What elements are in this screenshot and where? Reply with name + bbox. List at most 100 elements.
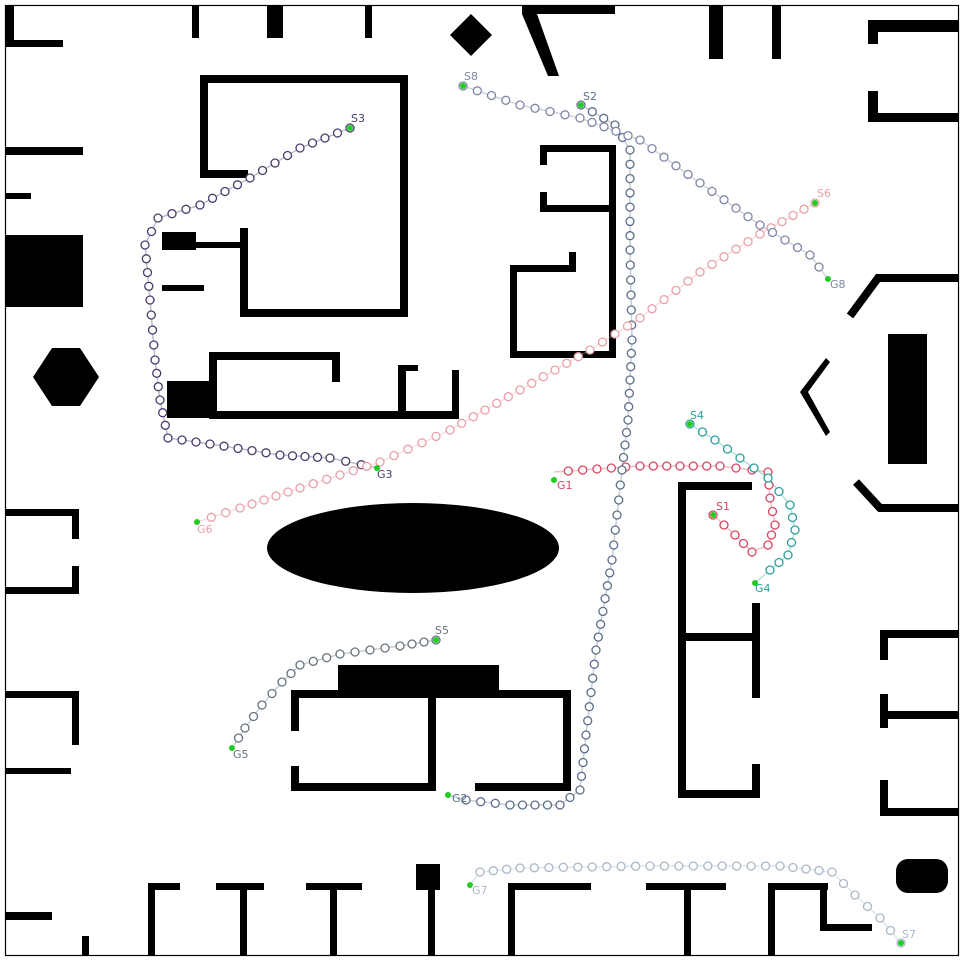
trajectory-pose-3: [140, 240, 150, 250]
trajectory-pose-5: [380, 643, 390, 653]
wall: [820, 924, 872, 931]
trajectory-pose-7: [775, 861, 785, 871]
trajectory-pose-7: [850, 890, 860, 900]
wall: [148, 883, 180, 890]
trajectory-pose-3: [167, 209, 177, 219]
trajectory-pose-2: [626, 362, 636, 372]
start-label-s3: S3: [351, 112, 365, 125]
trajectory-pose-4: [765, 565, 775, 575]
wall: [5, 587, 79, 594]
wall: [200, 170, 248, 178]
trajectory-pose-2: [591, 645, 601, 655]
trajectory-pose-1: [763, 540, 773, 550]
trajectory-pose-3: [207, 193, 218, 203]
wall: [400, 75, 408, 317]
wall: [72, 509, 79, 539]
trajectory-pose-1: [675, 461, 685, 471]
trajectory-pose-2: [600, 593, 610, 604]
start-label-s6: S6: [817, 187, 831, 200]
trajectory-pose-7: [827, 867, 837, 877]
trajectory-pose-4: [787, 512, 798, 523]
wall: [880, 630, 888, 660]
trajectory-pose-6: [468, 412, 478, 422]
trajectory-pose-6: [695, 267, 705, 277]
trajectory-pose-3: [320, 133, 330, 143]
wall: [267, 503, 559, 593]
trajectory-pose-5: [286, 668, 296, 679]
wall: [684, 883, 691, 956]
wall: [167, 381, 217, 418]
trajectory-pose-3: [282, 150, 293, 161]
wall: [868, 20, 959, 32]
wall: [291, 766, 299, 790]
trajectory-pose-3: [146, 226, 157, 237]
trajectory-pose-2: [602, 581, 613, 591]
trajectory-pose-2: [626, 290, 636, 300]
trajectory-pose-8: [501, 95, 511, 105]
wall: [888, 334, 927, 464]
trajectory-pose-7: [732, 861, 742, 871]
wall: [880, 630, 959, 638]
trajectory-pose-6: [492, 398, 502, 408]
trajectory-pose-2: [490, 798, 500, 808]
trajectory-pose-8: [647, 143, 657, 154]
trajectory-pose-2: [625, 245, 635, 255]
wall: [522, 5, 615, 76]
trajectory-pose-1: [662, 461, 672, 471]
trajectory-pose-2: [610, 525, 620, 535]
wall: [428, 690, 436, 791]
trajectory-pose-3: [219, 441, 229, 451]
trajectory-pose-3: [177, 435, 187, 445]
trajectory-pose-6: [259, 495, 269, 505]
goal-marker-g5: [229, 745, 235, 751]
trajectory-pose-1: [702, 461, 712, 471]
trajectory-pose-2: [588, 673, 598, 683]
wall: [475, 783, 570, 791]
trajectory-pose-3: [261, 448, 271, 458]
trajectory-pose-2: [565, 792, 575, 803]
wall: [148, 883, 155, 956]
trajectory-pose-6: [235, 503, 245, 513]
trajectory-pose-7: [674, 861, 684, 871]
trajectory-pose-3: [270, 158, 280, 168]
trajectory-pose-4: [783, 550, 793, 560]
trajectory-pose-3: [141, 254, 151, 264]
trajectory-pose-8: [599, 122, 609, 132]
start-marker-s2: [578, 102, 584, 108]
wall: [330, 883, 337, 956]
trajectory-pose-3: [341, 456, 351, 466]
trajectory-pose-8: [486, 90, 497, 101]
wall: [709, 5, 723, 59]
trajectory-pose-7: [475, 867, 485, 877]
wall: [5, 193, 31, 199]
wall: [72, 566, 79, 594]
trajectory-pose-2: [461, 795, 471, 805]
trajectory-pose-2: [575, 785, 585, 795]
trajectory-pose-1: [731, 463, 741, 473]
trajectory-pose-3: [307, 138, 318, 148]
trajectory-pose-7: [688, 861, 698, 871]
trajectory-pose-6: [550, 365, 560, 375]
trajectory-pose-8: [575, 113, 585, 123]
trajectory-pose-6: [206, 512, 216, 522]
wall: [33, 348, 99, 406]
trajectory-pose-3: [233, 443, 243, 454]
trajectory-pose-6: [719, 252, 729, 262]
trajectory-pose-6: [659, 294, 669, 305]
wall: [240, 228, 248, 317]
trajectory-pose-6: [538, 372, 548, 382]
trajectory-pose-8: [683, 169, 693, 180]
wall: [240, 883, 247, 956]
trajectory-pose-2: [620, 440, 630, 450]
wall: [240, 309, 408, 317]
trajectory-pose-8: [792, 242, 803, 253]
trajectory-pose-1: [747, 547, 757, 557]
wall: [291, 783, 435, 791]
trajectory-pose-8: [560, 110, 570, 120]
trajectory-pose-2: [605, 568, 615, 578]
trajectory-pose-2: [517, 800, 528, 810]
trajectory-pose-2: [612, 510, 622, 520]
goal-marker-g8: [825, 276, 831, 282]
trajectory-pose-2: [589, 659, 599, 669]
